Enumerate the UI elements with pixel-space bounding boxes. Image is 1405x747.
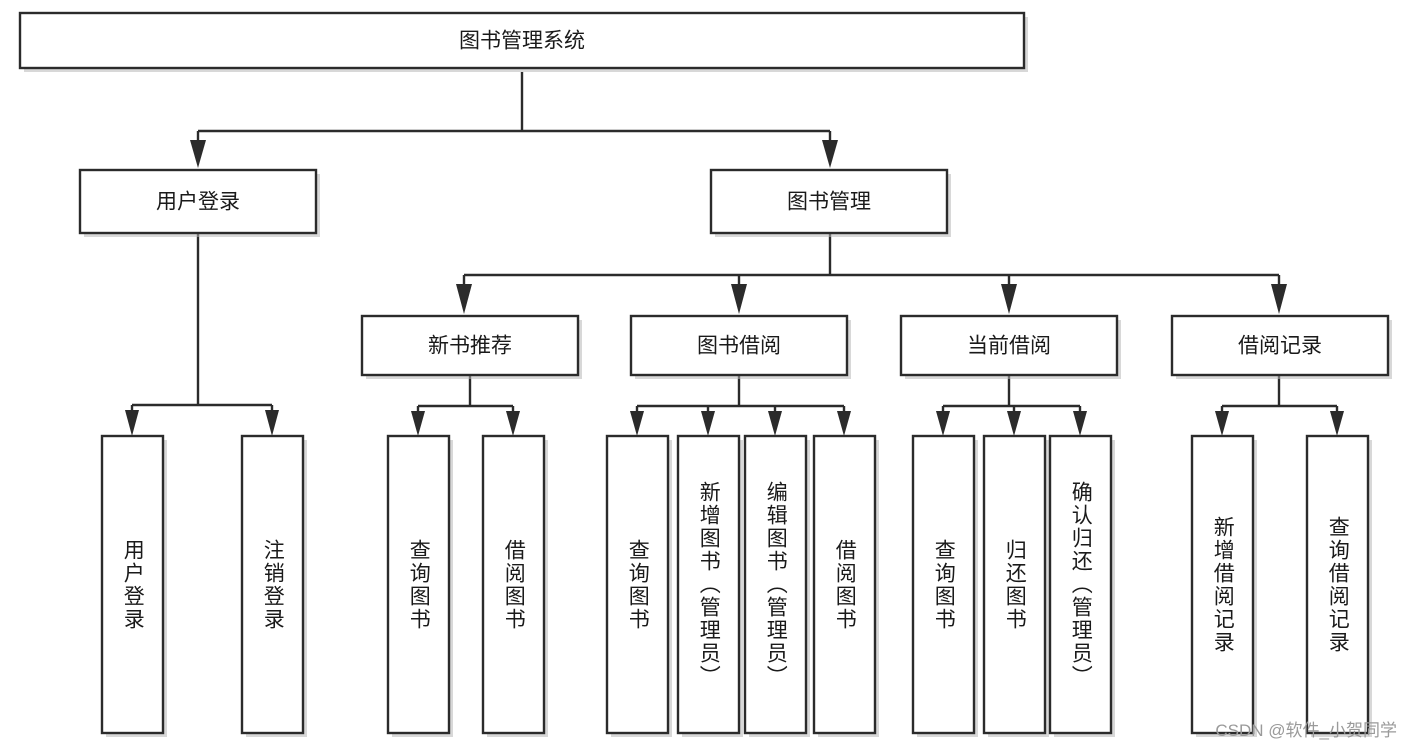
node-borrow-box[interactable] (629, 314, 849, 377)
node-current-label: 当前借阅 (967, 335, 1051, 358)
arrow-head-leaf5 (630, 411, 644, 436)
arrow-head-borrow (731, 284, 747, 314)
node-leaf13-box[interactable] (1305, 434, 1370, 735)
node-root-box[interactable] (18, 11, 1026, 70)
node-borrow-label: 图书借阅 (697, 335, 781, 358)
node-leaf5-box[interactable] (605, 434, 670, 735)
arrow-head-bookmgmt (822, 140, 838, 168)
arrow-head-leaf13 (1330, 411, 1344, 436)
horizontal-label-layer: 图书管理系统 用户登录 图书管理 新书推荐 图书借阅 当前借阅 借阅记录 (156, 30, 1322, 358)
arrow-head-login (190, 140, 206, 168)
arrow-head-newbook (456, 284, 472, 314)
arrow-head-leaf8 (837, 411, 851, 436)
node-leaf2-box[interactable] (240, 434, 305, 735)
node-leaf6-box[interactable] (676, 434, 741, 735)
node-layer (18, 11, 1390, 735)
node-newbook-label: 新书推荐 (428, 335, 512, 358)
watermark-text: CSDN @软件_小贺同学 (1215, 721, 1397, 740)
arrow-head-leaf4 (506, 411, 520, 436)
arrow-head-current (1001, 284, 1017, 314)
arrow-head-leaf6 (701, 411, 715, 436)
arrow-head-leaf11 (1073, 411, 1087, 436)
connector-layer (125, 72, 1344, 436)
arrow-head-leaf1 (125, 410, 139, 436)
node-leaf9-box[interactable] (911, 434, 976, 735)
arrow-head-records (1271, 284, 1287, 314)
arrow-head-leaf7 (768, 411, 782, 436)
node-current-box[interactable] (899, 314, 1119, 377)
node-leaf8-box[interactable] (812, 434, 877, 735)
node-login-box[interactable] (78, 168, 318, 235)
arrow-head-leaf9 (936, 411, 950, 436)
arrow-head-leaf3 (411, 411, 425, 436)
node-leaf12-box[interactable] (1190, 434, 1255, 735)
node-login-label: 用户登录 (156, 191, 240, 214)
node-leaf10-box[interactable] (982, 434, 1047, 735)
node-bookmgmt-box[interactable] (709, 168, 949, 235)
arrow-head-leaf12 (1215, 411, 1229, 436)
node-leaf4-box[interactable] (481, 434, 546, 735)
node-records-box[interactable] (1170, 314, 1390, 377)
arrow-head-leaf10 (1007, 411, 1021, 436)
arrow-head-leaf2 (265, 410, 279, 436)
node-newbook-box[interactable] (360, 314, 580, 377)
node-bookmgmt-label: 图书管理 (787, 191, 871, 214)
node-root-label: 图书管理系统 (459, 30, 585, 53)
node-records-label: 借阅记录 (1238, 335, 1322, 358)
node-leaf11-box[interactable] (1048, 434, 1113, 735)
node-leaf7-box[interactable] (743, 434, 808, 735)
node-leaf1-box[interactable] (100, 434, 165, 735)
node-leaf3-box[interactable] (386, 434, 451, 735)
